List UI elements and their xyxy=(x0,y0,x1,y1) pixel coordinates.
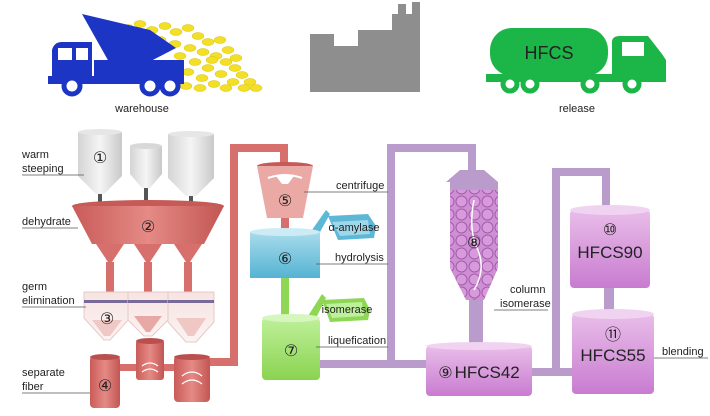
dehydrate-tank xyxy=(72,200,224,292)
amylase-vessel xyxy=(312,210,376,240)
warm-label: warm xyxy=(21,149,49,161)
isomerase-vessel xyxy=(308,294,370,322)
centrifuge-tank xyxy=(257,162,313,230)
hydrolysis-tank xyxy=(250,228,320,318)
column-isomerase-label: isomerase xyxy=(500,298,551,310)
elimination-label: elimination xyxy=(22,295,75,307)
liquefication-label: liquefication xyxy=(328,335,386,347)
step-6-badge: ⑥ xyxy=(278,249,292,268)
steeping-hoppers xyxy=(78,129,214,204)
purple-pipes xyxy=(320,144,614,376)
separate-label: separate xyxy=(22,367,65,379)
leader-lines xyxy=(22,174,708,394)
tanker-text: HFCS xyxy=(525,43,574,63)
step-7-badge: ⑦ xyxy=(284,341,298,360)
hydrolysis-label: hydrolysis xyxy=(335,252,384,264)
hfcs42-tank xyxy=(426,342,532,396)
warehouse-label: warehouse xyxy=(114,103,169,115)
factory-icon xyxy=(310,2,420,92)
germ-label: germ xyxy=(22,281,47,293)
isomerase-column xyxy=(446,170,498,300)
release-label: release xyxy=(559,103,595,115)
liquefication-tank xyxy=(262,314,320,380)
hfcs90-label: HFCS90 xyxy=(577,243,642,262)
isomerase-vessel-label: isomerase xyxy=(322,304,373,316)
step-10-badge: ⑩ xyxy=(603,220,617,239)
dump-truck-icon xyxy=(48,14,263,97)
step-4-badge: ④ xyxy=(98,376,112,395)
step-2-badge: ② xyxy=(141,217,155,236)
germ-separators xyxy=(83,291,215,343)
step-8-badge: ⑧ xyxy=(467,233,481,252)
step-5-badge: ⑤ xyxy=(278,191,292,210)
step-1-badge: ① xyxy=(93,148,107,167)
hfcs55-tank xyxy=(572,309,654,394)
fiber-label: fiber xyxy=(22,381,44,393)
step-11-badge: ⑪ xyxy=(605,325,621,344)
column-label: column xyxy=(510,284,545,296)
fiber-separators xyxy=(90,338,210,408)
amylase-label: α-amylase xyxy=(329,222,380,234)
step-3-badge: ③ xyxy=(100,309,114,328)
tanker-truck-icon: HFCS xyxy=(486,28,666,94)
blending-label: blending xyxy=(662,346,704,358)
dehydrate-label: dehydrate xyxy=(22,216,71,228)
steeping-label: steeping xyxy=(22,163,64,175)
hfcs55-label: HFCS55 xyxy=(580,346,645,365)
centrifuge-label: centrifuge xyxy=(336,180,384,192)
hfcs90-tank xyxy=(570,205,650,288)
